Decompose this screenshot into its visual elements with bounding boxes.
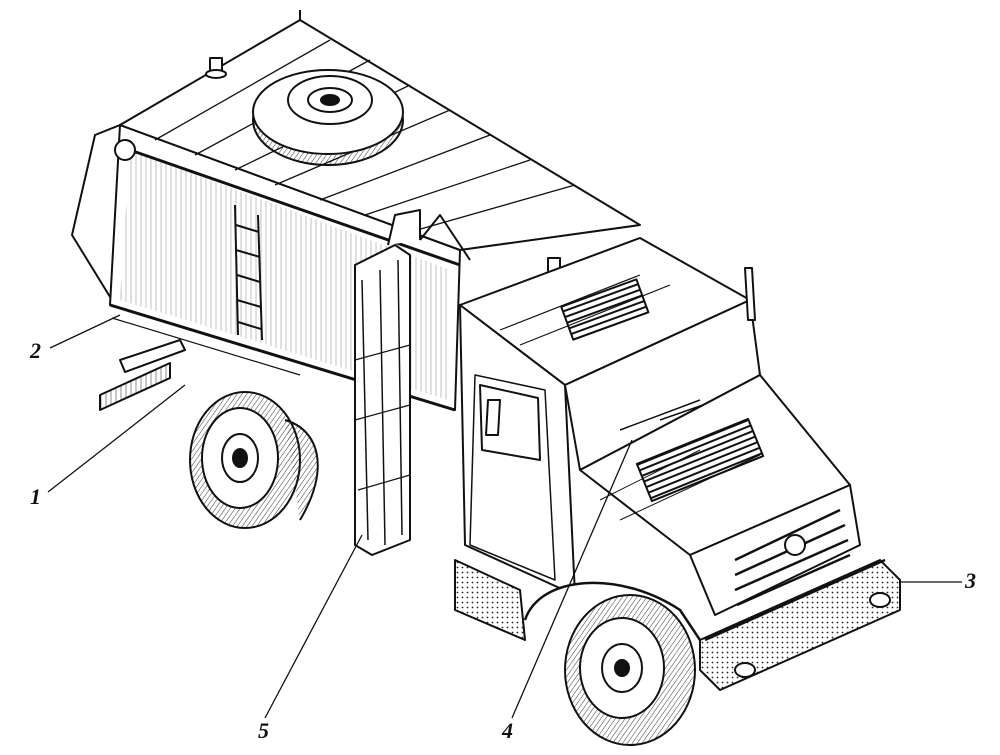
- callout-1: 1: [30, 484, 41, 509]
- leader-line-1: [47, 384, 186, 493]
- leader-lines: [47, 314, 962, 719]
- leader-line-4: [511, 439, 633, 719]
- callout-4: 4: [502, 718, 513, 743]
- rear-wheel: [189, 391, 319, 529]
- rear-bumper: [99, 339, 186, 411]
- lift-mechanism: [354, 209, 471, 556]
- front-grille: [689, 484, 861, 616]
- cab: [459, 237, 761, 596]
- front-wheel: [564, 594, 696, 746]
- callout-5: 5: [258, 718, 269, 743]
- leader-line-2: [49, 314, 121, 349]
- spare-wheel: [252, 69, 404, 166]
- front-bumper: [699, 558, 901, 691]
- callout-2: 2: [30, 338, 41, 363]
- callout-3: 3: [965, 568, 976, 593]
- leader-line-5: [264, 534, 363, 719]
